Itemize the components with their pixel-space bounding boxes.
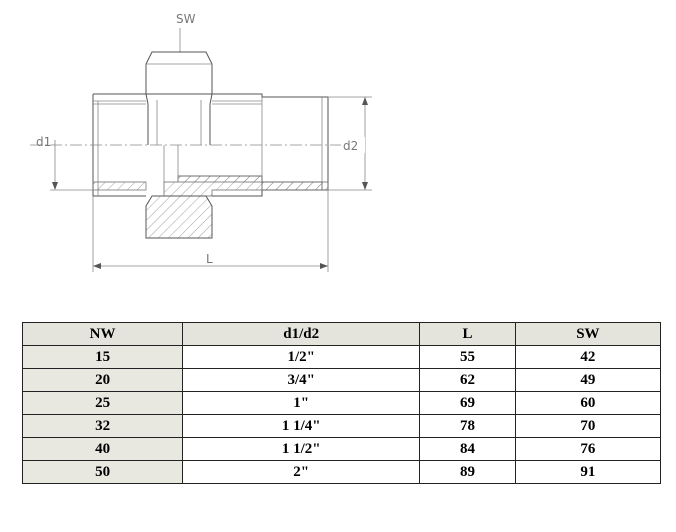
l-label: L — [206, 252, 213, 266]
cell-nw: 20 — [21, 368, 184, 392]
column-header-d1-d2: d1/d2 — [182, 322, 421, 346]
cell-d1-d2: 2" — [182, 460, 421, 484]
cell-l: 62 — [419, 368, 516, 392]
cell-nw: 15 — [21, 345, 184, 369]
right-body-outline — [212, 93, 329, 197]
cell-sw: 76 — [514, 437, 662, 461]
table-row: 40 1 1/2" 84 76 — [21, 437, 662, 461]
cell-nw: 40 — [21, 437, 184, 461]
cell-l: 55 — [419, 345, 516, 369]
cell-nw: 50 — [21, 460, 184, 484]
hex-nut-lower-section — [145, 195, 213, 239]
cell-sw: 49 — [514, 368, 662, 392]
sw-label: SW — [176, 12, 196, 26]
table-header-row: NW d1/d2 L SW — [21, 322, 662, 346]
column-header-l: L — [419, 322, 516, 346]
cell-d1-d2: 1" — [182, 391, 421, 415]
cell-sw: 91 — [514, 460, 662, 484]
cell-l: 69 — [419, 391, 516, 415]
cell-nw: 32 — [21, 414, 184, 438]
hex-nut-upper — [145, 51, 213, 95]
cell-l: 78 — [419, 414, 516, 438]
table-row: 20 3/4" 62 49 — [21, 368, 662, 392]
table-row: 15 1/2" 55 42 — [21, 345, 662, 369]
cell-l: 89 — [419, 460, 516, 484]
d1-label: d1 — [36, 135, 51, 149]
cell-l: 84 — [419, 437, 516, 461]
table-row: 32 1 1/4" 78 70 — [21, 414, 662, 438]
table-row: 25 1" 69 60 — [21, 391, 662, 415]
cell-d1-d2: 1 1/2" — [182, 437, 421, 461]
cell-nw: 25 — [21, 391, 184, 415]
cell-d1-d2: 3/4" — [182, 368, 421, 392]
cell-d1-d2: 1 1/4" — [182, 414, 421, 438]
cell-sw: 60 — [514, 391, 662, 415]
table-row: 50 2" 89 91 — [21, 460, 662, 484]
cell-sw: 70 — [514, 414, 662, 438]
cell-d1-d2: 1/2" — [182, 345, 421, 369]
d2-label: d2 — [343, 139, 358, 153]
column-header-nw: NW — [21, 322, 184, 346]
cell-sw: 42 — [514, 345, 662, 369]
dimensions-table: NW d1/d2 L SW 15 1/2" 55 42 20 3/4" 62 4… — [21, 322, 662, 484]
pipe-union-technical-drawing: SW d1 d2 L — [30, 12, 372, 272]
column-header-sw: SW — [514, 322, 662, 346]
